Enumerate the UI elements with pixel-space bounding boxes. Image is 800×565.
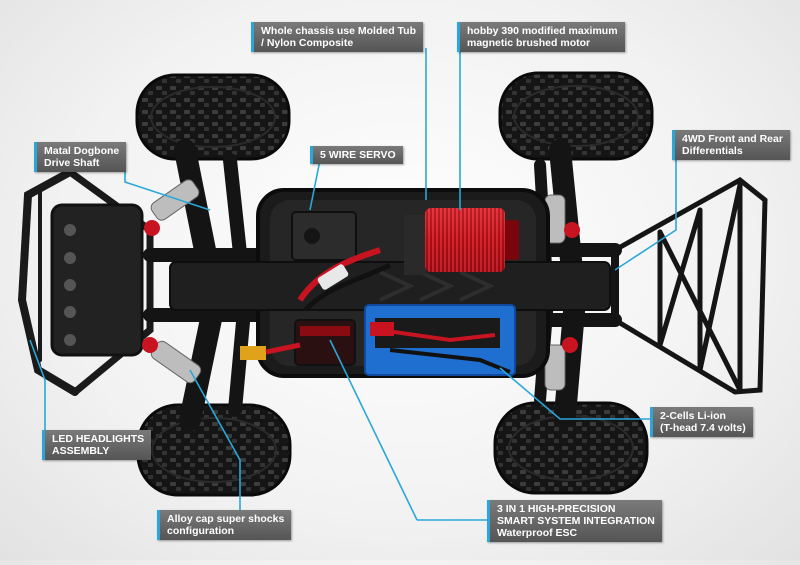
callout-headlights: LED HEADLIGHTS ASSEMBLY: [42, 430, 152, 460]
callout-servo: 5 WIRE SERVO: [310, 146, 403, 164]
callout-differentials: 4WD Front and Rear Differentials: [672, 130, 790, 160]
callout-esc: 3 IN 1 HIGH-PRECISION SMART SYSTEM INTEG…: [487, 500, 662, 542]
front-right-tire: [498, 71, 654, 161]
battery: [364, 304, 516, 376]
servo: [291, 211, 357, 261]
callout-battery: 2-Cells Li-ion (T-head 7.4 volts): [650, 407, 753, 437]
callout-shocks: Alloy cap super shocks configuration: [157, 510, 292, 540]
shock-absorbers: [142, 179, 580, 391]
callout-chassis: Whole chassis use Molded Tub / Nylon Com…: [251, 22, 423, 52]
leader-lines: [29, 48, 677, 521]
front-left-tire: [135, 73, 291, 161]
front-bumper: [17, 168, 154, 396]
callout-motor: hobby 390 modified maximum magnetic brus…: [457, 22, 625, 52]
esc: [240, 247, 394, 366]
callout-dogbone: Matal Dogbone Drive Shaft: [34, 142, 127, 172]
rear-bumper: [611, 176, 768, 395]
rear-left-tire: [136, 403, 292, 497]
motor: [404, 208, 519, 275]
